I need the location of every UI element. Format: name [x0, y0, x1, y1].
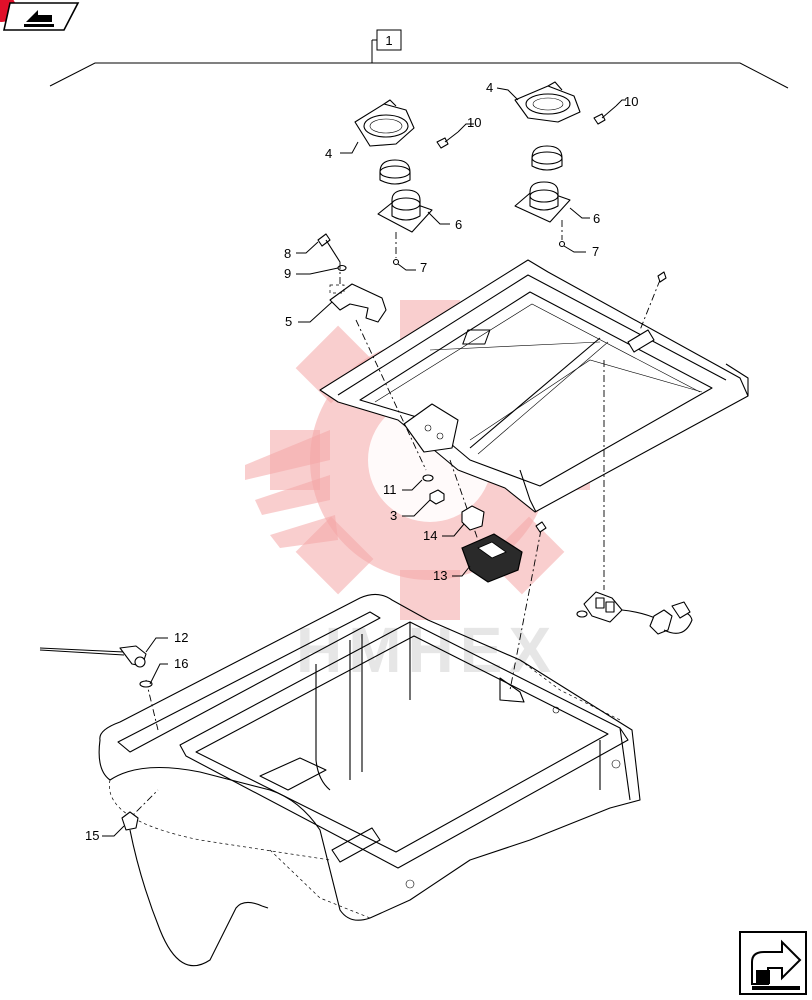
clip-14 [461, 505, 485, 531]
callout-1: 1 [385, 33, 392, 48]
callout-15: 15 [85, 828, 99, 843]
callout-7-right: 7 [592, 244, 599, 259]
light-13 [461, 533, 523, 583]
assembly-bracket: 1 [49, 29, 789, 89]
locator-line-bracket [355, 319, 427, 471]
left-speaker-ring [354, 99, 415, 147]
callout-4-right: 4 [486, 80, 493, 95]
right-screw-10 [593, 105, 617, 125]
right-screw-7 [558, 220, 566, 248]
left-speaker-6 [377, 189, 433, 233]
callout-6-right: 6 [593, 211, 600, 226]
next-page-arrow-icon[interactable] [739, 931, 807, 995]
cab-frame [98, 593, 641, 921]
callout-13: 13 [433, 568, 447, 583]
callout-11: 11 [383, 482, 397, 497]
antenna-12 [39, 645, 147, 668]
screw-bottom-center [535, 521, 547, 533]
callout-6-left: 6 [455, 217, 462, 232]
watermark-text: HMHEX [296, 614, 557, 686]
callout-8: 8 [284, 246, 291, 261]
callout-12: 12 [174, 630, 188, 645]
washer-11 [422, 474, 434, 482]
callout-10-right: 10 [624, 94, 638, 109]
wiring-harness [576, 591, 693, 635]
roof-panel [319, 259, 749, 513]
locator-line-center [509, 529, 542, 691]
right-speaker-ring [514, 81, 581, 123]
callout-9: 9 [284, 266, 291, 281]
callout-7-left: 7 [420, 260, 427, 275]
callout-10-left: 10 [467, 115, 481, 130]
callout-16: 16 [174, 656, 188, 671]
left-screw-7 [392, 232, 400, 266]
washer-9 [337, 264, 347, 272]
back-arrow-icon[interactable] [0, 0, 80, 31]
callout-3: 3 [390, 508, 397, 523]
callout-5: 5 [285, 314, 292, 329]
roof-screw [657, 271, 667, 283]
locator-line-screw [639, 279, 661, 331]
antenna-cable-15 [121, 811, 269, 967]
callout-labels: 4 10 4 10 6 6 7 7 8 9 5 11 3 [85, 80, 638, 843]
right-speaker-cap [531, 145, 563, 171]
callout-14: 14 [423, 528, 437, 543]
left-speaker-cap [379, 159, 411, 185]
left-screw-10 [436, 131, 459, 149]
right-speaker-6 [514, 181, 571, 223]
callout-4-left: 4 [325, 146, 332, 161]
seal-16 [139, 680, 153, 688]
bolt-8 [317, 233, 341, 263]
bracket-5 [329, 262, 387, 323]
